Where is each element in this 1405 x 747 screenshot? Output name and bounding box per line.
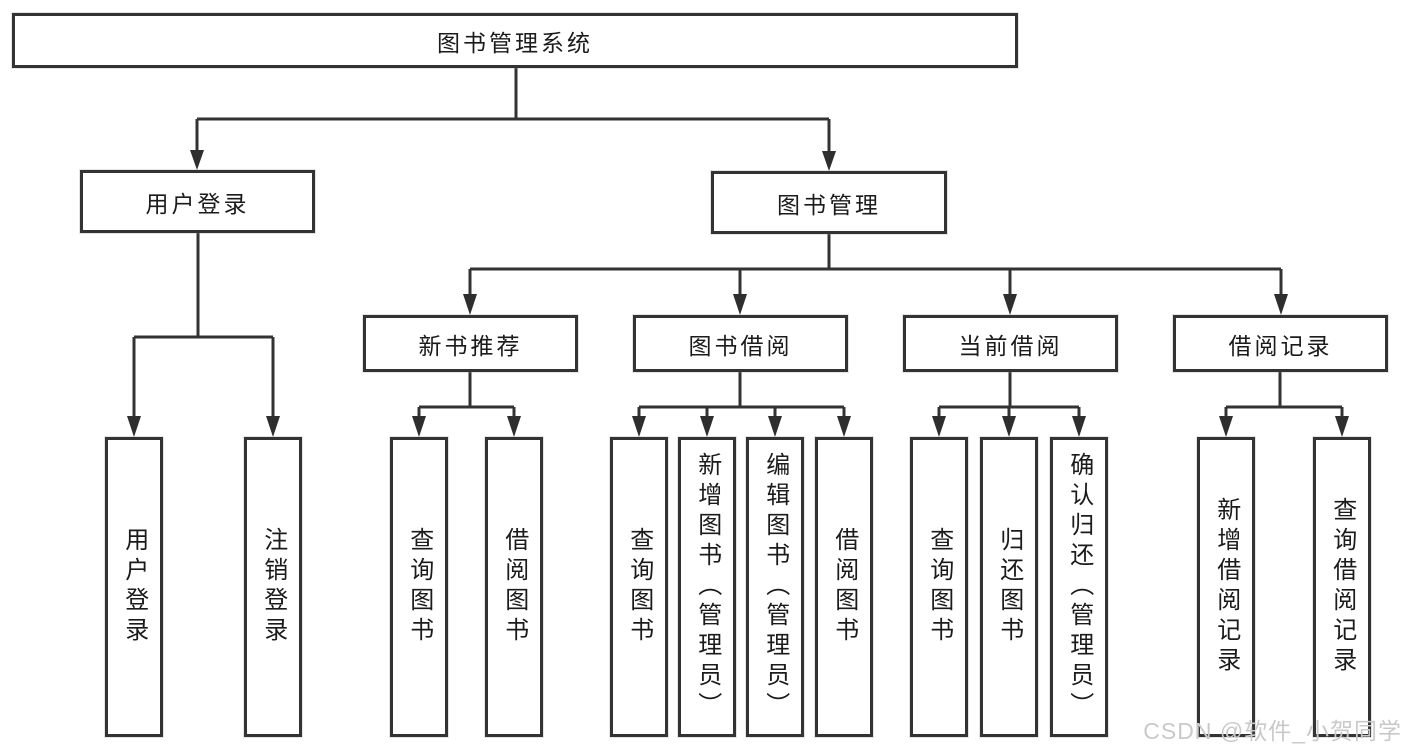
- node-book-management: 图书管理: [711, 171, 947, 234]
- node-label: 用户登录: [145, 190, 250, 217]
- leaf-label: 借阅图书: [500, 527, 528, 647]
- leaf-borrow-books-2: 借阅图书: [815, 437, 873, 737]
- leaf-user-login: 用户登录: [105, 437, 163, 737]
- node-library-management-system: 图书管理系统: [12, 13, 1018, 68]
- leaf-label: 编辑图书（管理员）: [761, 452, 789, 722]
- node-label: 图书管理系统: [437, 29, 593, 56]
- node-label: 新书推荐: [418, 332, 523, 359]
- leaf-query-books-1: 查询图书: [390, 437, 448, 737]
- leaf-label: 借阅图书: [830, 527, 858, 647]
- leaf-confirm-return-admin: 确认归还（管理员）: [1050, 437, 1108, 737]
- csdn-watermark: CSDN @软件_小贺同学: [1143, 718, 1402, 744]
- leaf-return-books: 归还图书: [980, 437, 1038, 737]
- leaf-query-books-3: 查询图书: [910, 437, 968, 737]
- leaf-logout: 注销登录: [244, 437, 302, 737]
- node-book-borrowing: 图书借阅: [633, 315, 848, 372]
- arrowhead-down-icons: [127, 150, 1349, 437]
- leaf-label: 查询图书: [925, 527, 953, 647]
- leaf-query-books-2: 查询图书: [610, 437, 668, 737]
- leaf-add-borrow-record: 新增借阅记录: [1197, 437, 1255, 737]
- leaf-label: 新增图书（管理员）: [693, 452, 721, 722]
- node-label: 借阅记录: [1228, 332, 1333, 359]
- leaf-label: 新增借阅记录: [1212, 497, 1240, 677]
- node-new-book-recommendation: 新书推荐: [363, 315, 578, 372]
- node-borrowing-records: 借阅记录: [1173, 315, 1388, 372]
- leaf-label: 查询图书: [405, 527, 433, 647]
- leaf-add-books-admin: 新增图书（管理员）: [678, 437, 736, 737]
- leaf-edit-books-admin: 编辑图书（管理员）: [746, 437, 804, 737]
- node-current-borrowing: 当前借阅: [903, 315, 1118, 372]
- leaf-query-borrow-record: 查询借阅记录: [1313, 437, 1371, 737]
- node-label: 图书借阅: [688, 332, 793, 359]
- leaf-label: 查询图书: [625, 527, 653, 647]
- node-label: 当前借阅: [958, 332, 1063, 359]
- tree-edges: [132, 67, 1344, 418]
- leaf-label: 注销登录: [259, 527, 287, 647]
- leaf-borrow-books-1: 借阅图书: [485, 437, 543, 737]
- leaf-label: 用户登录: [120, 527, 148, 647]
- leaf-label: 查询借阅记录: [1328, 497, 1356, 677]
- node-label: 图书管理: [777, 191, 881, 218]
- leaf-label: 确认归还（管理员）: [1065, 452, 1093, 722]
- node-user-login: 用户登录: [80, 170, 315, 233]
- leaf-label: 归还图书: [995, 527, 1023, 647]
